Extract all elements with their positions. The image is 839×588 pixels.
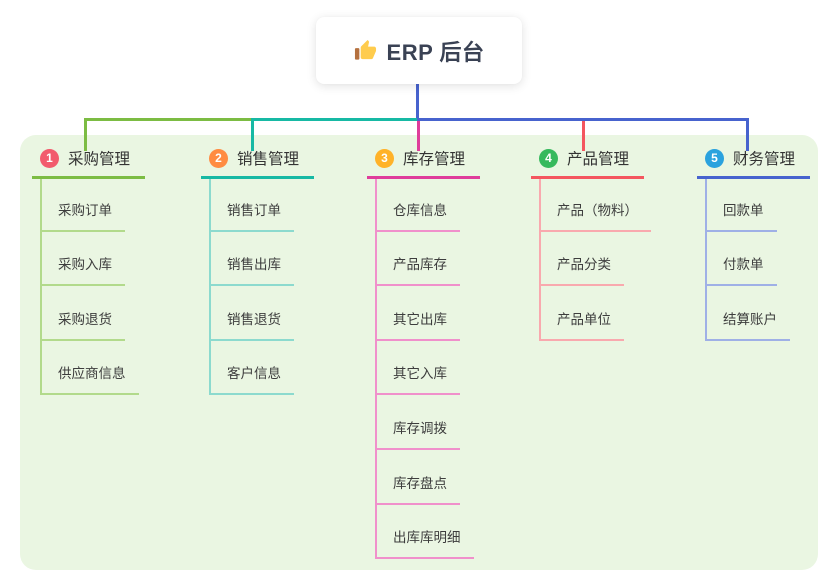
children-connector-line	[40, 179, 42, 396]
branch-number-badge: 2	[209, 148, 228, 168]
branch-label: 采购管理	[68, 151, 131, 168]
branch-drop-line	[417, 121, 420, 151]
child-node[interactable]: 产品库存	[375, 255, 460, 287]
branch-number-badge: 1	[40, 148, 59, 168]
branches-panel	[20, 135, 818, 570]
root-label: ERP 后台	[386, 39, 485, 65]
child-node[interactable]: 其它入库	[375, 364, 460, 396]
connector-segment-green	[84, 118, 251, 121]
child-node[interactable]: 其它出库	[375, 310, 460, 341]
branch-number-badge: 4	[539, 148, 558, 168]
branch-node[interactable]: 3 库存管理	[375, 147, 465, 169]
branch-number-badge: 5	[705, 148, 724, 168]
children-connector-line	[705, 179, 707, 341]
child-node[interactable]: 供应商信息	[40, 364, 139, 396]
branch-underline	[697, 176, 810, 179]
child-node[interactable]: 仓库信息	[375, 201, 460, 232]
child-node[interactable]: 采购退货	[40, 310, 125, 341]
child-node[interactable]: 销售出库	[209, 255, 294, 287]
connector-segment-teal	[251, 118, 417, 121]
child-node[interactable]: 结算账户	[705, 310, 790, 341]
child-node[interactable]: 库存盘点	[375, 474, 460, 505]
child-node[interactable]: 客户信息	[209, 364, 294, 396]
child-node[interactable]: 回款单	[705, 201, 777, 232]
branch-underline	[201, 176, 314, 179]
branch-node[interactable]: 2 销售管理	[209, 147, 299, 169]
branch-drop-line	[84, 121, 87, 151]
child-node[interactable]: 采购订单	[40, 201, 125, 232]
branch-node[interactable]: 5 财务管理	[705, 147, 795, 169]
child-node[interactable]: 销售退货	[209, 310, 294, 341]
branch-node[interactable]: 1 采购管理	[40, 147, 130, 169]
branch-label: 产品管理	[567, 151, 630, 168]
child-node[interactable]: 采购入库	[40, 255, 125, 287]
root-node[interactable]: ERP 后台	[316, 17, 522, 84]
branch-node[interactable]: 4 产品管理	[539, 147, 629, 169]
branch-drop-line	[582, 121, 585, 151]
branch-underline	[32, 176, 145, 179]
branch-drop-line	[746, 121, 749, 151]
children-connector-line	[375, 179, 377, 560]
branch-label: 库存管理	[403, 151, 466, 168]
child-node[interactable]: 销售订单	[209, 201, 294, 232]
connector-segment-blue	[417, 118, 749, 121]
children-connector-line	[539, 179, 541, 341]
root-connector-line	[416, 84, 419, 119]
child-node[interactable]: 产品分类	[539, 255, 624, 287]
branch-label: 财务管理	[733, 151, 796, 168]
child-node[interactable]: 产品（物料）	[539, 201, 651, 232]
child-node[interactable]: 出库库明细	[375, 528, 474, 560]
child-node[interactable]: 库存调拨	[375, 419, 460, 450]
child-node[interactable]: 产品单位	[539, 310, 624, 341]
branch-number-badge: 3	[375, 148, 394, 168]
children-connector-line	[209, 179, 211, 396]
child-node[interactable]: 付款单	[705, 255, 777, 287]
branch-label: 销售管理	[237, 151, 300, 168]
branch-drop-line	[251, 121, 254, 151]
thumbs-up-icon	[354, 39, 377, 62]
branch-underline	[367, 176, 480, 179]
branch-underline	[531, 176, 644, 179]
